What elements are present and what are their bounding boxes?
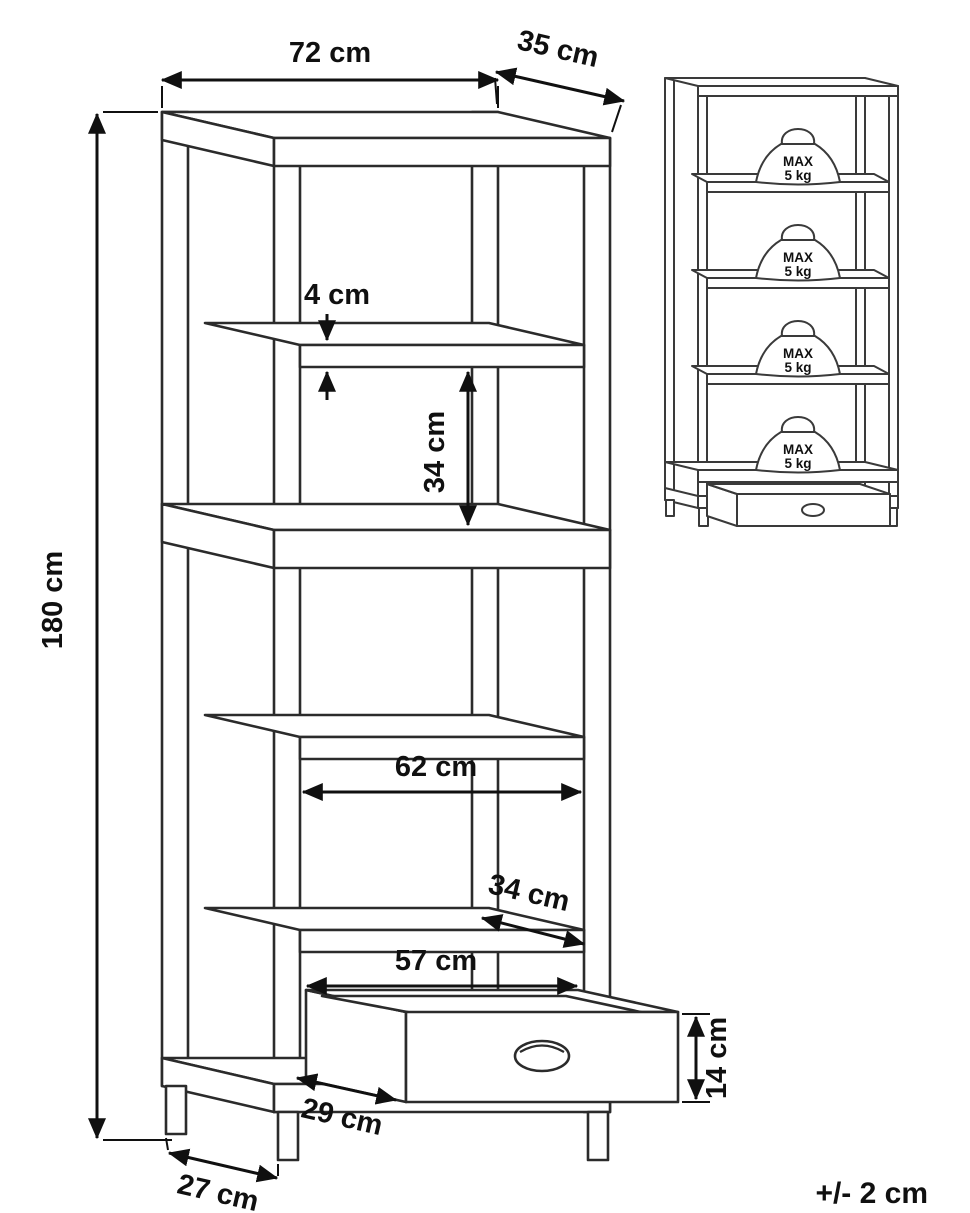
weight-body (755, 143, 841, 186)
dim-label-inner-width: 62 cm (395, 751, 477, 783)
back-left-post (160, 110, 190, 1088)
base-depth-arrow (167, 1148, 279, 1183)
weight-handle-icon (780, 128, 816, 145)
sm-front-right-post (888, 85, 899, 509)
sm-drawer-handle-icon (801, 503, 825, 517)
shelf-b-front-edge (298, 735, 586, 761)
dim-label-width: 72 cm (289, 37, 371, 69)
shelf-b-top-face (203, 713, 586, 739)
sm-back-foot (665, 499, 675, 517)
weight-body (755, 335, 841, 378)
max-load-weight-icon-1: MAX 5 kg (755, 128, 841, 186)
shelf-a-front-edge (298, 343, 586, 369)
drawer-height-ticks (682, 1013, 710, 1103)
main-bookcase-drawing (160, 110, 680, 1162)
dim-label-base-depth: 27 cm (174, 1168, 261, 1213)
shelf-a-top-face (203, 321, 586, 347)
dim-label-drawer-width: 57 cm (395, 945, 477, 977)
weight-label-kg: 5 kg (784, 264, 811, 279)
front-left-foot (276, 1110, 300, 1162)
tolerance-note: +/- 2 cm (815, 1177, 928, 1210)
weight-label-max: MAX (783, 250, 813, 265)
drawer-handle-detail (519, 1044, 565, 1053)
top-board-front-face (272, 136, 612, 168)
weight-body (755, 431, 841, 474)
weight-label-max: MAX (783, 154, 813, 169)
weight-label-kg: 5 kg (784, 456, 811, 471)
shelf-depth-arrow (480, 914, 586, 948)
back-left-foot (164, 1084, 188, 1136)
sm-open-drawer (706, 483, 891, 527)
sm-front-left-post (697, 85, 708, 509)
open-drawer (304, 988, 680, 1104)
sm-top-board-front (697, 85, 899, 97)
weight-label-max: MAX (783, 346, 813, 361)
weight-handle-icon (780, 416, 816, 433)
weight-body (755, 239, 841, 282)
weight-label-max: MAX (783, 442, 813, 457)
dim-label-height: 180 cm (37, 551, 69, 649)
sm-back-left-post (664, 77, 675, 501)
max-load-weight-icon-4: MAX 5 kg (755, 416, 841, 474)
weight-label-kg: 5 kg (784, 168, 811, 183)
mid-board-front-face (272, 528, 612, 570)
max-load-weight-icon-3: MAX 5 kg (755, 320, 841, 378)
front-right-foot (586, 1110, 610, 1162)
width-extension-ticks (161, 86, 499, 108)
sm-drawer-top-rim (706, 483, 891, 495)
weight-label-kg: 5 kg (784, 360, 811, 375)
front-left-post (272, 136, 302, 1114)
max-load-weight-icon-2: MAX 5 kg (755, 224, 841, 282)
dim-label-drawer-height: 14 cm (701, 1017, 733, 1099)
drawer-depth-arrow (295, 1073, 398, 1105)
dim-label-compartment-height: 34 cm (419, 411, 451, 493)
depth-dimension-arrow (494, 67, 626, 106)
height-extension-ticks (103, 111, 172, 1141)
shelf-c-top-face (203, 906, 586, 932)
max-load-figure: MAX 5 kg MAX 5 kg MAX 5 kg MAX 5 kg (664, 77, 899, 527)
front-right-post (582, 136, 612, 1114)
weight-handle-icon (780, 224, 816, 241)
sm-top-board (664, 77, 899, 87)
dim-label-shelf-thickness: 4 cm (304, 279, 370, 311)
weight-handle-icon (780, 320, 816, 337)
dim-label-depth: 35 cm (514, 24, 601, 74)
